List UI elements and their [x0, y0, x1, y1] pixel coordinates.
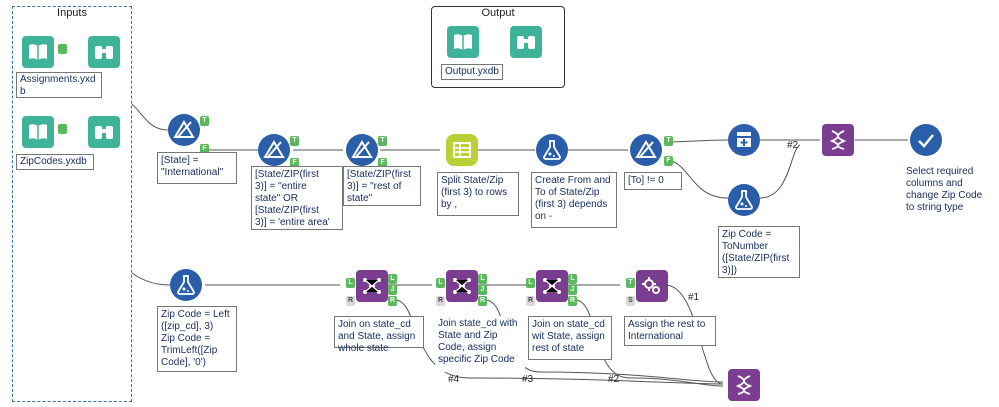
binoculars-icon [517, 36, 535, 49]
false-anchor[interactable]: F [290, 158, 299, 168]
formula-zip-tonumber-annotation: Zip Code = ToNumber ([State/ZIP(first 3)… [718, 226, 800, 278]
join-r-out-anchor[interactable]: R [568, 296, 577, 306]
output-anchor[interactable] [58, 124, 67, 134]
network-icon [453, 278, 471, 294]
flask-icon [177, 275, 195, 295]
join-specific-zip-tool[interactable] [446, 270, 478, 302]
output-input-tool[interactable] [447, 26, 479, 58]
join-j-out-anchor[interactable]: J [478, 285, 487, 295]
formula-zip-left-tool[interactable] [170, 269, 202, 301]
true-anchor[interactable]: T [200, 116, 209, 126]
true-anchor[interactable]: T [626, 278, 635, 288]
network-icon [543, 278, 561, 294]
triangle-filter-icon [263, 140, 285, 159]
join-l-out-anchor[interactable]: L [478, 274, 487, 284]
output-filename: Output.yxdb [441, 64, 503, 80]
false-anchor[interactable]: F [378, 158, 387, 168]
dna-tool-bottom[interactable] [728, 369, 760, 401]
triangle-filter-icon [351, 140, 373, 159]
join-whole-state-tool[interactable] [356, 270, 388, 302]
join-whole-state-annotation: Join on state_cd and State, assign whole… [334, 316, 424, 354]
split-annotation: Split State/Zip (first 3) to rows by , [437, 172, 519, 216]
triangle-filter-icon [173, 120, 195, 139]
formula-zip-left-annotation: Zip Code = Left ([zip_cd], 3) Zip Code =… [157, 306, 237, 372]
join-r-out-anchor[interactable]: R [478, 296, 487, 306]
true-anchor[interactable]: T [290, 136, 299, 146]
browse-zipcodes-tool[interactable] [88, 116, 120, 148]
output-browse-tool[interactable] [510, 26, 542, 58]
gears-icon [642, 277, 660, 294]
flask-icon [543, 140, 561, 160]
output-container-title: Output [481, 7, 515, 19]
wire-label-4: #4 [448, 374, 460, 385]
browse-assignments-tool[interactable] [88, 36, 120, 68]
output-anchor[interactable] [58, 44, 67, 54]
formula-from-to-tool[interactable] [536, 134, 568, 166]
book-icon [29, 44, 47, 60]
filter-international-tool[interactable] [168, 114, 200, 146]
join-left-anchor[interactable]: L [526, 278, 535, 288]
wire-label-3: #3 [522, 374, 534, 385]
binoculars-icon [95, 46, 113, 59]
book-icon [454, 34, 472, 50]
dna-icon [735, 375, 753, 395]
zipcodes-filename: ZipCodes.yxdb [16, 154, 94, 170]
assign-rest-tool[interactable] [636, 270, 668, 302]
filter-entire-state-annotation: [State/ZIP(first 3)] = "entire state" OR… [251, 166, 343, 230]
join-rest-of-state-annotation: Join on state_cd wit State, assign rest … [528, 316, 612, 360]
book-icon [29, 124, 47, 140]
join-right-anchor[interactable]: R [436, 296, 445, 306]
join-left-anchor[interactable]: L [436, 278, 445, 288]
join-j-out-anchor[interactable]: J [568, 285, 577, 295]
assignments-filename: Assignments.yxd b [16, 72, 102, 98]
inputs-container-title: Inputs [57, 7, 87, 19]
wire-label-2-bottom: #2 [608, 374, 620, 385]
join-l-out-anchor[interactable]: L [568, 274, 577, 284]
false-anchor[interactable]: F [200, 144, 209, 154]
join-l-out-anchor[interactable]: L [388, 274, 397, 284]
select-tool[interactable] [910, 124, 942, 156]
triangle-filter-icon [635, 140, 657, 159]
filter-to-nonzero-annotation: [To] != 0 [624, 172, 682, 190]
filter-to-nonzero-tool[interactable] [630, 134, 662, 166]
text-to-columns-tool[interactable] [446, 134, 478, 166]
input-assignments-tool[interactable] [22, 36, 54, 68]
network-icon [363, 278, 381, 294]
filter-international-annotation: [State] = "International" [157, 152, 237, 184]
binoculars-icon [95, 126, 113, 139]
union-tool[interactable] [728, 124, 760, 156]
join-left-anchor[interactable]: L [346, 278, 355, 288]
check-circle-icon [918, 134, 934, 148]
input-zipcodes-tool[interactable] [22, 116, 54, 148]
true-anchor[interactable]: T [664, 136, 673, 146]
true-anchor[interactable]: T [378, 136, 387, 146]
false-anchor[interactable]: F [664, 156, 673, 166]
filter-rest-of-state-tool[interactable] [346, 134, 378, 166]
join-right-anchor[interactable]: R [526, 296, 535, 306]
filter-entire-state-tool[interactable] [258, 134, 290, 166]
formula-from-to-annotation: Create From and To of State/Zip (first 3… [531, 172, 617, 228]
join-rest-of-state-tool[interactable] [536, 270, 568, 302]
join-r-out-anchor[interactable]: R [388, 296, 397, 306]
dna-icon [829, 130, 847, 150]
join-right-anchor[interactable]: R [346, 296, 355, 306]
select-annotation: Select required columns and change Zip C… [903, 164, 989, 218]
join-j-out-anchor[interactable]: J [388, 285, 397, 295]
assign-rest-annotation: Assign the rest to International [624, 316, 716, 346]
stack-plus-icon [737, 132, 751, 147]
source-anchor[interactable]: S [626, 296, 635, 306]
join-specific-zip-annotation: Join state_cd with State and Zip Code, a… [435, 316, 525, 372]
formula-zip-tonumber-tool[interactable] [728, 184, 760, 216]
flask-icon [735, 190, 753, 210]
filter-rest-of-state-annotation: [State/ZIP(first 3)] = "rest of state" [343, 166, 421, 206]
grid-split-icon [453, 142, 471, 158]
wire-label-2-top: #2 [787, 140, 799, 151]
dna-tool-top[interactable] [822, 124, 854, 156]
wire-label-1: #1 [688, 292, 700, 303]
